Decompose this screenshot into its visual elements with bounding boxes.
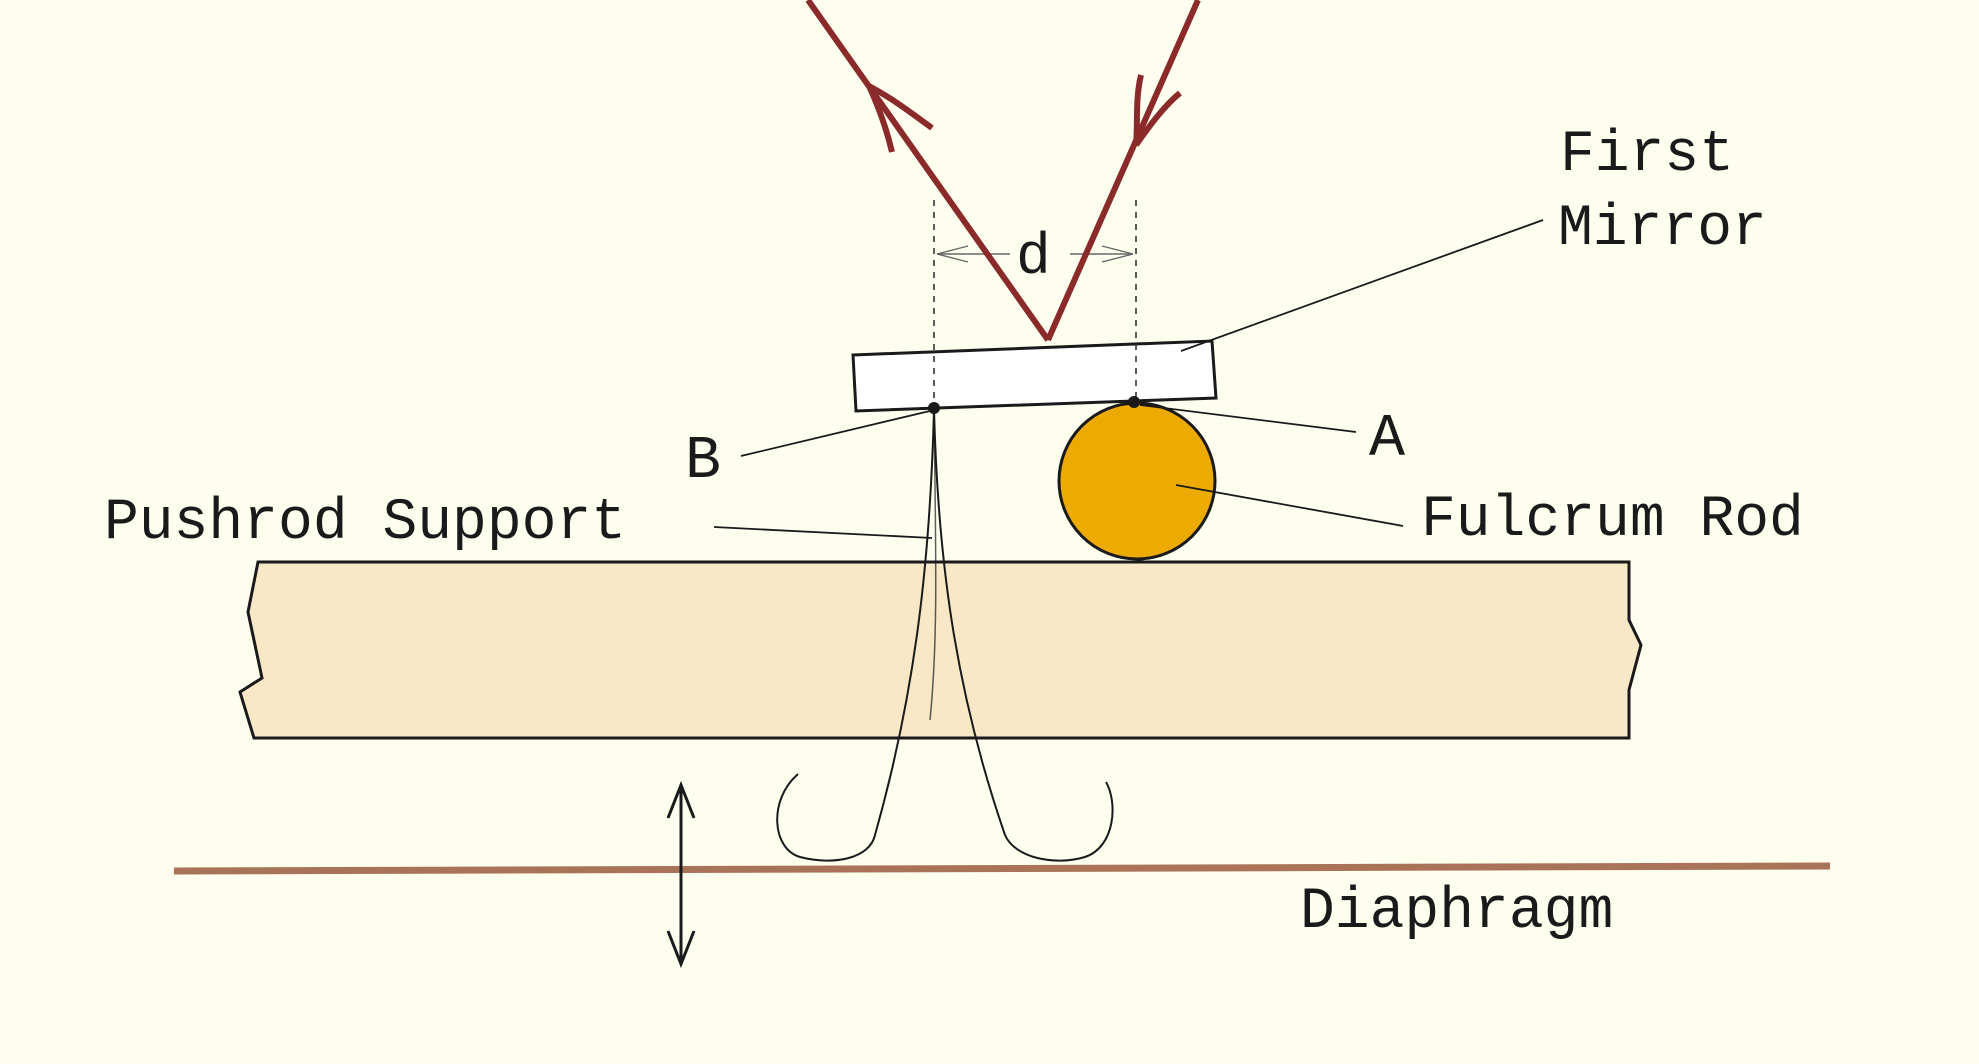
pushrod-wire-left [776,409,935,862]
motion-arrow [666,780,696,969]
distance-dimension [936,245,1134,263]
label-distance: d [1016,226,1051,291]
point-a-dot [1128,396,1140,408]
pushrod-wire-shade [929,409,937,721]
fulcrum-rod [1057,401,1217,561]
light-beam [805,0,1201,342]
leader-fulcrum-rod [1175,484,1404,527]
first-mirror [851,339,1218,413]
label-first-mirror-line2: Mirror [1558,197,1767,262]
leader-point-a [1139,404,1357,433]
beam-arrow-in [1133,74,1182,147]
leader-pushrod-support [713,526,933,539]
point-b-dot [928,402,940,414]
label-pushrod-support: Pushrod Support [104,491,626,556]
diaphragm-line [173,862,1831,875]
leader-first-mirror [1180,219,1544,352]
label-first-mirror-line1: First [1560,123,1734,188]
pushrod-wire-right [933,409,1114,862]
label-fulcrum-rod: Fulcrum Rod [1421,488,1804,553]
label-point-a: A [1369,406,1405,474]
beam-arrow-out [866,83,934,153]
label-point-b: B [685,428,721,496]
leader-point-b [740,409,935,457]
base-block [238,560,1643,740]
label-diaphragm: Diaphragm [1300,880,1613,945]
